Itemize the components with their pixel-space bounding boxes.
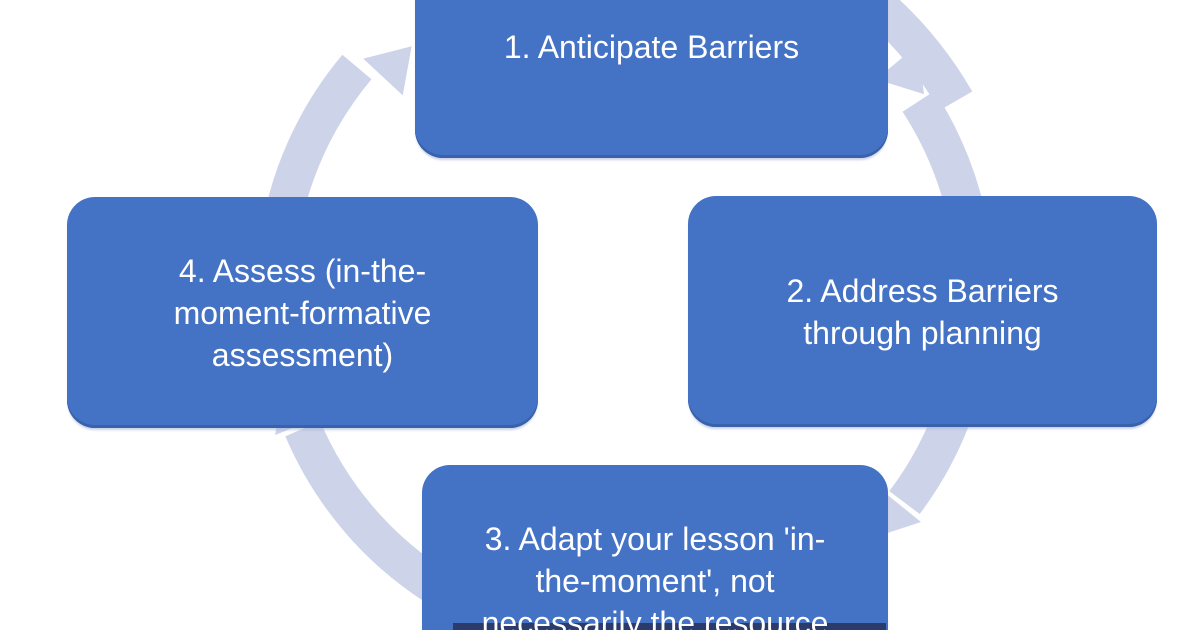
bottom-dark-strip — [453, 623, 886, 630]
cycle-step-3-adapt-lesson: 3. Adapt your lesson 'in- the-moment', n… — [422, 465, 888, 630]
step-4-text-line: 4. Assess (in-the- — [178, 252, 427, 289]
step-2-text-line: through planning — [803, 314, 1042, 351]
cycle-arrowhead-top-left-icon — [363, 46, 412, 96]
step-4-text-line: assessment) — [211, 336, 394, 373]
step-3-text-line: 3. Adapt your lesson 'in- — [484, 521, 826, 557]
cycle-step-1-anticipate-barriers: 1. Anticipate Barriers — [415, 0, 888, 158]
cycle-arrowhead-top-right-icon — [876, 44, 924, 95]
cycle-step-4-assess: 4. Assess (in-the- moment-formative asse… — [67, 197, 538, 428]
step-4-text-line: moment-formative — [173, 294, 432, 331]
step-1-text-line: 1. Anticipate Barriers — [503, 29, 800, 65]
ring-arc-bottom-to-left — [285, 421, 445, 602]
step-3-text-line: the-moment', not — [535, 563, 775, 599]
step-3-text-line: necessarily the resource — [481, 605, 829, 630]
cycle-step-2-address-barriers: 2. Address Barriers through planning — [688, 196, 1157, 427]
step-2-text-line: 2. Address Barriers — [786, 272, 1059, 309]
